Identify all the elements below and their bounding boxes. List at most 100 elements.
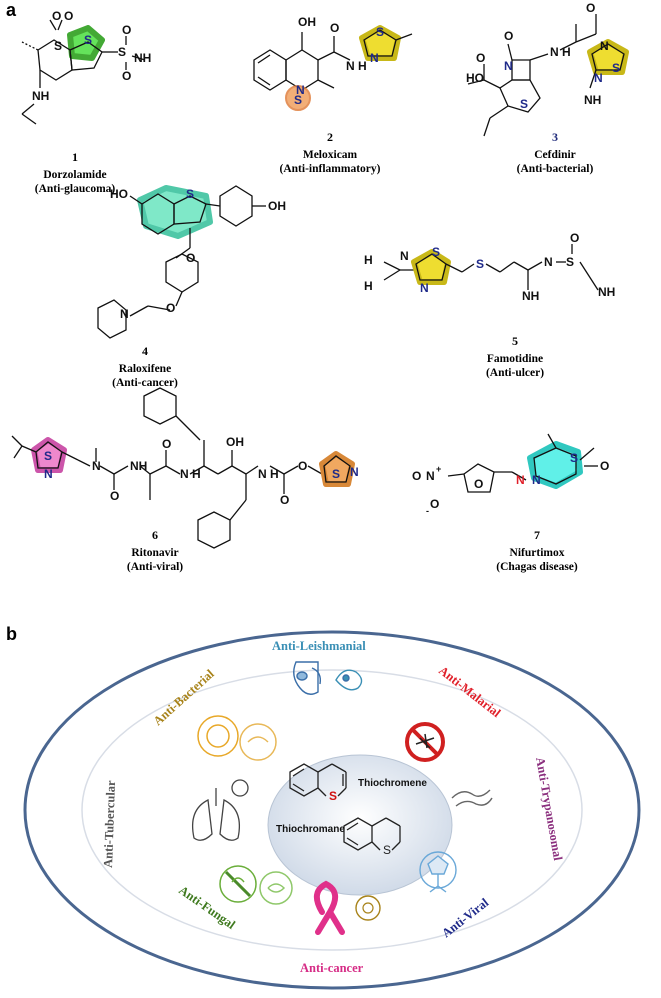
compound-activity: (Anti-viral) <box>126 561 184 573</box>
compound-6-caption: 6 Ritonavir (Anti-viral) <box>95 528 215 574</box>
structures-panel: O O S S S O O NH NH OH O N H N S S N O N… <box>11 1 629 549</box>
compound-name: Cefdinir <box>534 149 576 161</box>
compound-activity: (Chagas disease) <box>496 561 578 573</box>
svg-text:HO: HO <box>110 187 128 201</box>
svg-text:N: N <box>92 459 101 473</box>
svg-text:S: S <box>118 45 126 59</box>
svg-text:O: O <box>280 493 289 507</box>
svg-text:-: - <box>426 506 429 516</box>
svg-text:O: O <box>122 69 131 83</box>
svg-text:S: S <box>476 257 484 271</box>
outer-ring <box>23 630 641 990</box>
svg-text:H: H <box>364 253 373 267</box>
compound-3-caption: 3 Cefdinir (Anti-bacterial) <box>475 130 635 176</box>
structure-dorzolamide <box>21 19 146 125</box>
compound-2-caption: 2 Meloxicam (Anti-inflammatory) <box>235 130 425 176</box>
compound-activity: (Anti-inflammatory) <box>279 163 381 175</box>
svg-text:O: O <box>110 489 119 503</box>
compound-name: Ritonavir <box>131 547 179 559</box>
svg-text:N: N <box>370 51 379 65</box>
mosquito-no-icon <box>405 722 445 762</box>
svg-text:N H: N H <box>180 467 201 481</box>
svg-text:N: N <box>532 473 541 487</box>
svg-text:NH: NH <box>134 51 151 65</box>
svg-text:Anti-Tubercular: Anti-Tubercular <box>101 780 118 868</box>
trypanosome-icon <box>451 789 493 807</box>
svg-text:NH: NH <box>522 289 539 303</box>
svg-text:O: O <box>122 23 131 37</box>
svg-text:S: S <box>186 187 194 201</box>
svg-text:Thiochromane: Thiochromane <box>276 824 345 835</box>
svg-text:O: O <box>162 437 171 451</box>
svg-text:O: O <box>298 459 307 473</box>
compound-name: Meloxicam <box>302 149 358 161</box>
virus-icon <box>419 851 457 893</box>
compound-number: 2 <box>327 130 333 144</box>
svg-text:N: N <box>594 71 603 85</box>
compound-name: Nifurtimox <box>509 547 565 559</box>
svg-text:Anti-Fungal: Anti-Fungal <box>176 883 238 932</box>
compound-number: 5 <box>512 334 518 348</box>
svg-text:NH: NH <box>584 93 601 107</box>
compound-number: 1 <box>72 150 78 164</box>
svg-text:O: O <box>64 9 73 23</box>
svg-text:N: N <box>516 473 525 487</box>
svg-text:N: N <box>400 249 409 263</box>
structure-famotidine <box>383 244 599 291</box>
compound-activity: (Anti-ulcer) <box>485 367 545 379</box>
structure-meloxicam <box>253 25 413 111</box>
thiochromane-structure <box>343 817 401 851</box>
bacteria-icon <box>197 715 277 761</box>
svg-text:N: N <box>426 469 435 483</box>
svg-text:Anti-Malarial: Anti-Malarial <box>436 663 504 720</box>
svg-text:OH: OH <box>298 15 316 29</box>
svg-text:O: O <box>430 497 439 511</box>
svg-text:Thiochromene: Thiochromene <box>358 778 427 789</box>
svg-text:S: S <box>520 97 528 111</box>
svg-text:Anti-cancer: Anti-cancer <box>300 961 364 975</box>
svg-text:NH: NH <box>598 285 615 299</box>
svg-text:N: N <box>600 39 609 53</box>
compound-name: Dorzolamide <box>43 169 107 181</box>
svg-text:N: N <box>120 307 129 321</box>
svg-text:O: O <box>476 51 485 65</box>
svg-text:S: S <box>329 789 337 803</box>
leishmania-icon <box>293 661 363 695</box>
svg-text:N: N <box>544 255 553 269</box>
svg-text:O: O <box>504 29 513 43</box>
compound-5-caption: 5 Famotidine (Anti-ulcer) <box>440 334 590 380</box>
svg-text:S: S <box>54 39 62 53</box>
svg-text:Anti-Viral: Anti-Viral <box>439 895 491 940</box>
svg-text:O: O <box>586 1 595 15</box>
panel-a-label: a <box>6 0 17 20</box>
svg-text:O: O <box>52 9 61 23</box>
svg-text:N: N <box>350 465 359 479</box>
compound-number: 3 <box>552 130 558 144</box>
svg-text:N: N <box>296 83 305 97</box>
compound-activity: (Anti-bacterial) <box>516 163 594 175</box>
svg-text:S: S <box>44 449 52 463</box>
compound-activity: (Anti-cancer) <box>112 377 178 389</box>
compound-activity: (Anti-glaucoma) <box>34 183 116 195</box>
svg-text:S: S <box>383 843 391 857</box>
svg-text:Anti-Trypanosomal: Anti-Trypanosomal <box>533 756 565 862</box>
svg-text:O: O <box>474 477 483 491</box>
svg-text:S: S <box>570 451 578 465</box>
svg-text:N H: N H <box>550 45 571 59</box>
panel-b-label: b <box>6 624 17 644</box>
svg-text:S: S <box>294 93 302 107</box>
compound-number: 4 <box>142 344 148 358</box>
structure-nifurtimox <box>447 433 598 493</box>
compound-7-caption: 7 Nifurtimox (Chagas disease) <box>462 528 612 574</box>
structure-raloxifene <box>97 185 266 339</box>
svg-text:NH: NH <box>130 459 147 473</box>
compound-name: Raloxifene <box>118 363 172 375</box>
svg-text:N: N <box>420 281 429 295</box>
svg-text:OH: OH <box>268 199 286 213</box>
lungs-icon <box>191 779 249 841</box>
svg-text:N H: N H <box>258 467 279 481</box>
svg-text:S: S <box>612 61 620 75</box>
svg-text:O: O <box>570 231 579 245</box>
svg-text:S: S <box>84 33 92 47</box>
compound-1-caption: 1 Dorzolamide (Anti-glaucoma) <box>0 150 150 196</box>
